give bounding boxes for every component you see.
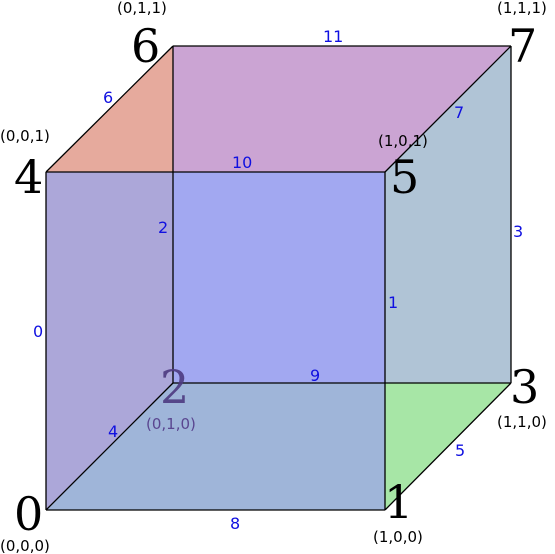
edge-line-4 <box>45 382 174 511</box>
vertex-number-1: 1 <box>384 475 413 529</box>
edge-label-9: 9 <box>310 366 320 385</box>
edge-label-11: 11 <box>323 27 343 46</box>
edge-label-5: 5 <box>455 441 465 460</box>
vertex-number-0: 0 <box>14 487 43 541</box>
edge-line-5 <box>384 382 512 511</box>
edge-label-4: 4 <box>108 422 118 441</box>
right-face <box>385 46 511 510</box>
edge-label-7: 7 <box>454 103 464 122</box>
edge-label-2: 2 <box>158 218 168 237</box>
edge-label-8: 8 <box>230 514 240 533</box>
vertex-coord-7: (1,1,1) <box>497 0 547 17</box>
vertex-coord-6: (0,1,1) <box>117 0 167 17</box>
edge-labels: 0 1 2 3 4 5 6 7 8 9 10 11 <box>33 27 523 533</box>
edge-label-10: 10 <box>232 153 252 172</box>
vertex-coord-1: (1,0,0) <box>373 528 423 546</box>
vertex-coord-4: (0,0,1) <box>0 127 50 145</box>
vertex-coord-3: (1,1,0) <box>497 413 547 431</box>
edge-label-1: 1 <box>388 293 398 312</box>
vertex-number-7: 7 <box>508 19 537 73</box>
cube-edges <box>45 45 512 511</box>
edge-label-0: 0 <box>33 322 43 341</box>
vertex-numbers: 0 1 2 3 4 5 6 7 <box>14 19 539 541</box>
vertex-coord-0: (0,0,0) <box>0 537 50 554</box>
vertex-coord-5: (1,0,1) <box>378 132 428 150</box>
vertex-number-2: 2 <box>160 360 189 414</box>
vertex-number-5: 5 <box>390 150 419 204</box>
vertex-number-4: 4 <box>14 150 43 204</box>
vertex-coord-2: (0,1,0) <box>146 415 196 433</box>
edge-line-7 <box>384 45 512 173</box>
cube-faces <box>46 46 511 510</box>
edge-label-6: 6 <box>103 88 113 107</box>
edge-label-3: 3 <box>513 222 523 241</box>
vertex-number-3: 3 <box>510 360 539 414</box>
vertex-number-6: 6 <box>131 19 160 73</box>
edge-line-6 <box>45 45 174 173</box>
